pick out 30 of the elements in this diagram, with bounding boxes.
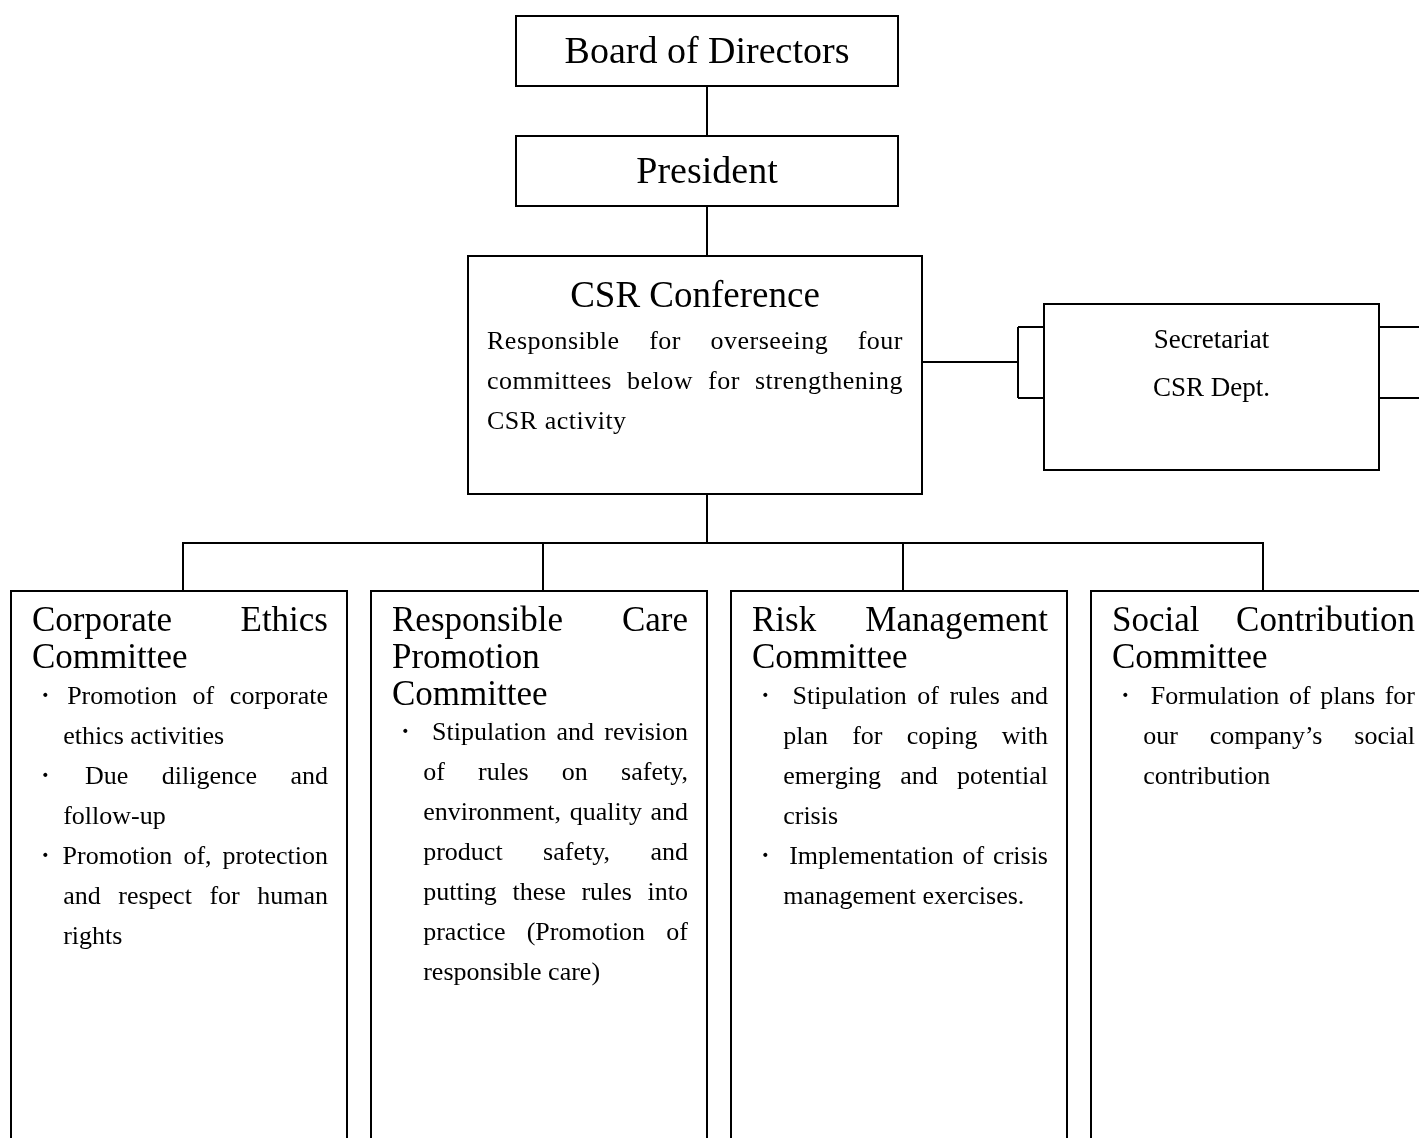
- committee-box: [10, 590, 348, 1138]
- box-text: Responsible for overseeing four committees below for strengthening CSR activity: [487, 325, 903, 438]
- bullet-item: ・ Stipulation of rules and plan for coping with emerging and potential crisis: [752, 679, 1049, 832]
- org-box: [1043, 303, 1380, 471]
- box-title: Risk Management Committee: [752, 602, 1049, 676]
- bullet-item: ・Promotion of corporate ethics activities: [32, 679, 329, 752]
- org-box: [467, 255, 923, 495]
- bullet-item: ・ Formulation of plans for our company’s social contribution: [1112, 679, 1416, 792]
- committee-box: [1090, 590, 1419, 1138]
- bullet-item: ・ Stipulation and revision of rules on safety, environment, quality and product safety, and putting these rules into practice (Promotion of responsible care): [392, 716, 689, 989]
- committee-box: [730, 590, 1068, 1138]
- connector-line: [922, 326, 1044, 399]
- bullet-item: ・Due diligence and follow-up: [32, 759, 329, 832]
- box-title: Responsible Care Promotion Committee: [392, 602, 689, 713]
- org-box: [515, 15, 899, 87]
- committee-box: [370, 590, 708, 1138]
- box-title: Board of Directors: [563, 28, 851, 74]
- connector-line: [1379, 397, 1419, 399]
- bullet-item: ・ Implementation of crisis management exercises.: [752, 839, 1049, 912]
- box-title: CSR Conference: [569, 273, 821, 317]
- box-title: President: [635, 148, 779, 194]
- connector-line: [706, 206, 708, 256]
- org-box: [515, 135, 899, 207]
- bullet-item: ・Promotion of, protection and respect for human rights: [32, 839, 329, 952]
- box-title: Social Contribution Committee: [1112, 602, 1416, 676]
- box-text: CSR Dept.: [1152, 371, 1271, 404]
- connector-line: [1379, 326, 1419, 328]
- box-title: Corporate Ethics Committee: [32, 602, 329, 676]
- box-title: Secretariat: [1152, 323, 1271, 356]
- connector-line: [706, 86, 708, 136]
